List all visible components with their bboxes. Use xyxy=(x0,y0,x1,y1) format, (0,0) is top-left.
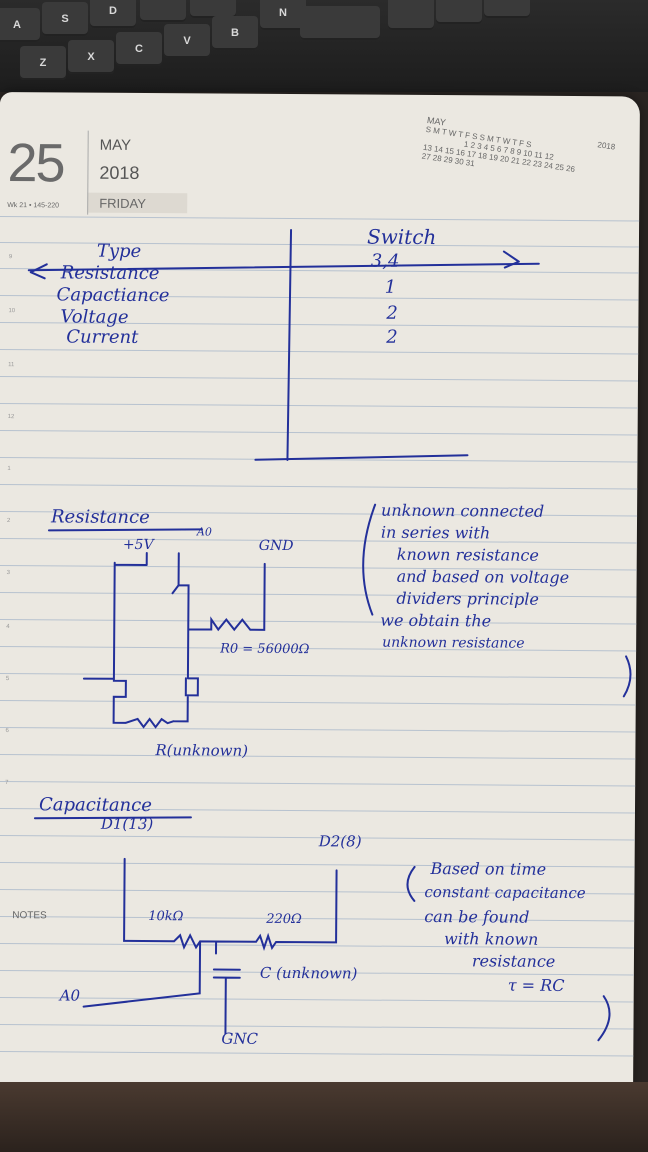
resistance-note-line: and based on voltage xyxy=(396,566,570,587)
capacitance-note-line: τ = RC xyxy=(507,975,565,995)
resistance-note-line: in series with xyxy=(380,522,491,543)
key-v: V xyxy=(164,24,210,58)
table-bottom-line xyxy=(254,454,469,461)
table-capacitance: Capactiance xyxy=(56,284,170,307)
arrow-right xyxy=(502,250,520,269)
key-g xyxy=(190,0,236,18)
switch-voltage: 2 xyxy=(386,302,398,324)
ink-drawings xyxy=(27,229,632,1042)
capacitance-note-line: resistance xyxy=(471,951,556,971)
keyboard: A S D Z X C V B N xyxy=(0,0,648,92)
key-d: D xyxy=(90,0,136,28)
table-switch: Switch xyxy=(366,224,437,250)
capacitance-note-line: can be found xyxy=(424,906,530,927)
label-220: 220Ω xyxy=(266,911,302,928)
planner-page: 25 MAY 2018 FRIDAY Wk 21 • 145-220 MAY S… xyxy=(0,92,640,1087)
resistance-note-line: dividers principle xyxy=(396,588,539,609)
key-arrow xyxy=(484,0,530,18)
table-resistance: Resistance xyxy=(60,262,160,285)
capacitance-note-line: with known xyxy=(444,929,539,949)
resistance-note-line: known resistance xyxy=(396,544,539,565)
resistance-note-bracket-right xyxy=(622,655,632,698)
label-10k: 10kΩ xyxy=(148,909,184,925)
resistance-underline xyxy=(47,528,203,532)
key-n: N xyxy=(260,0,306,30)
label-gnd-capacitance: GNC xyxy=(221,1029,259,1048)
key-c: C xyxy=(116,32,162,66)
key-ctrl xyxy=(388,0,434,30)
resistance-title: Resistance xyxy=(50,506,150,529)
capacitance-note-line: Based on time xyxy=(430,859,547,879)
resistance-note-bracket xyxy=(362,503,377,616)
key-fn xyxy=(436,0,482,24)
key-f xyxy=(140,0,186,22)
key-s: S xyxy=(42,2,88,36)
label-r0: R0 = 56000Ω xyxy=(220,641,310,658)
table-header-line xyxy=(27,262,540,272)
arrow-left xyxy=(29,263,48,280)
label-a0-resistance: A0 xyxy=(196,525,212,539)
table-type: Type xyxy=(96,240,142,262)
switch-resistance: 3,4 xyxy=(370,250,400,272)
key-space xyxy=(300,6,380,40)
capacitance-circuit xyxy=(82,857,338,1035)
table-surface xyxy=(0,1082,648,1152)
capacitance-note-line: constant capacitance xyxy=(424,882,586,903)
key-a: A xyxy=(0,8,40,42)
table-current: Current xyxy=(66,326,139,348)
capacitance-title: Capacitance xyxy=(38,794,152,817)
key-x: X xyxy=(68,40,114,74)
switch-capacitance: 1 xyxy=(384,276,397,298)
table-vertical-line xyxy=(286,229,293,462)
resistance-note-line: unknown connected xyxy=(381,500,545,521)
label-gnd: GND xyxy=(258,537,294,555)
label-c-unknown: C (unknown) xyxy=(259,963,358,983)
label-d2: D2(8) xyxy=(318,832,362,851)
table-voltage: Voltage xyxy=(60,306,129,328)
label-a0-capacitance: A0 xyxy=(59,986,81,1005)
label-d1: D1(13) xyxy=(100,814,154,834)
resistance-note-line: we obtain the xyxy=(380,610,492,631)
key-b: B xyxy=(212,16,258,50)
label-5v: +5V xyxy=(122,536,154,554)
capacitance-underline xyxy=(33,816,192,820)
resistance-circuit xyxy=(82,552,266,729)
switch-current: 2 xyxy=(386,326,398,348)
key-z: Z xyxy=(20,46,66,80)
capacitance-note-bracket-right xyxy=(597,995,611,1042)
capacitance-note-bracket xyxy=(406,865,416,902)
label-r-unknown: R(unknown) xyxy=(155,741,249,760)
resistance-note-line: unknown resistance xyxy=(382,634,525,652)
